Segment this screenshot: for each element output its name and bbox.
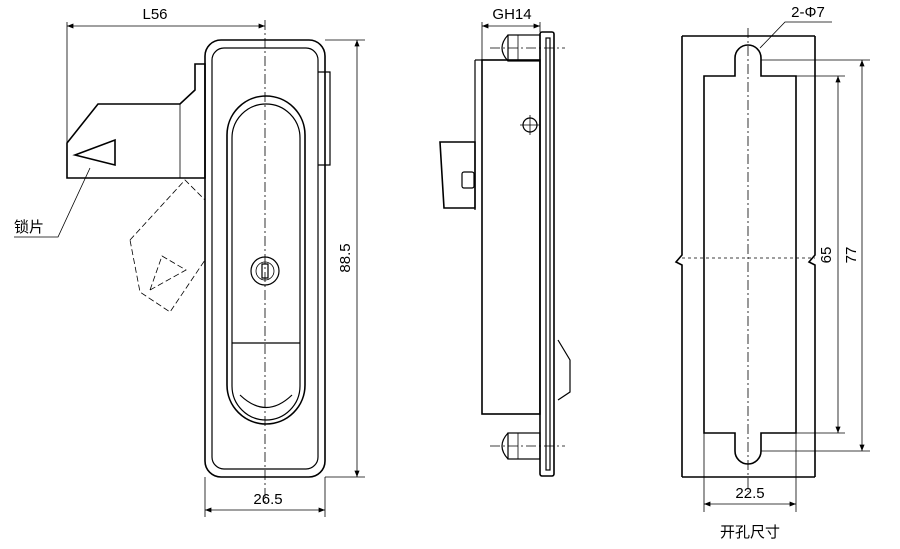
handle-grip xyxy=(226,95,306,425)
dim-bottom-width: 26.5 xyxy=(253,491,282,508)
latch-label: 锁片 xyxy=(14,218,44,236)
latch-blade xyxy=(66,63,206,179)
rotated-latch-blade xyxy=(129,179,206,313)
dim-height: 88.5 xyxy=(337,243,354,272)
dim-side-thickness: GH14 xyxy=(492,6,531,23)
dim-cutout-width: 22.5 xyxy=(735,485,764,502)
dim-outer-height: 77 xyxy=(843,247,860,264)
flange xyxy=(539,31,555,477)
dim-top-width: L56 xyxy=(142,6,167,23)
side-view: GH14 xyxy=(439,6,571,477)
cutout-opening xyxy=(703,44,797,465)
dim-inner-height: 65 xyxy=(818,247,835,264)
side-body xyxy=(481,59,541,415)
side-latch xyxy=(439,141,476,209)
dim-hole-spec: 2-Φ7 xyxy=(791,4,825,21)
latch-arrow-icon xyxy=(72,138,116,167)
cutout-caption: 开孔尺寸 xyxy=(720,523,780,541)
front-view: L56 26.5 88.5 锁片 xyxy=(14,6,365,517)
cutout-view: 2-Φ7 65 77 22.5 开孔尺寸 xyxy=(674,4,870,541)
